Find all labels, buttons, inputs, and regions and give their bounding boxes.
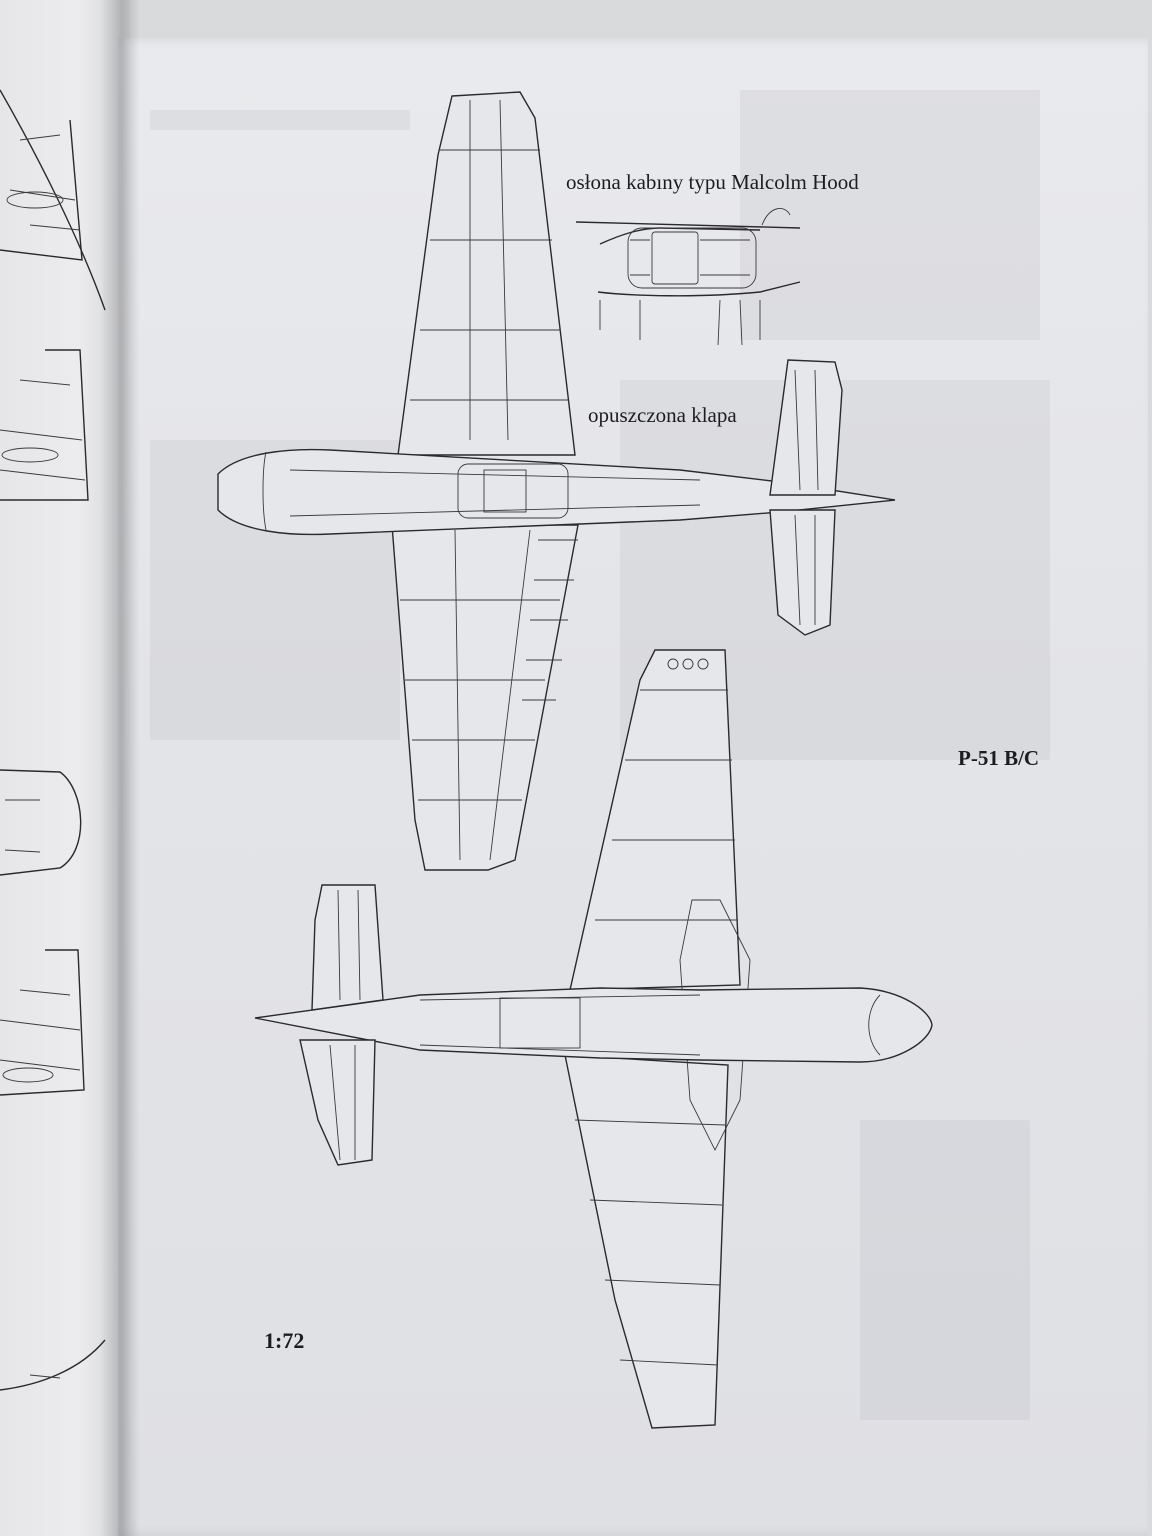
left-page-drawing-bottom [0, 949, 106, 1391]
canopy-inset-caption: osłona kabıny typu Malcolm Hood [566, 170, 859, 194]
canopy-inset-drawing [575, 208, 801, 346]
bottom-view-aircraft [254, 649, 933, 1429]
top-view-aircraft [217, 91, 896, 871]
left-page-drawing-top [0, 89, 106, 311]
page-gutter [100, 0, 140, 1536]
model-designation: P-51 B/C [958, 746, 1040, 770]
flap-caption: opuszczona klapa [588, 403, 737, 427]
left-page-drawing-nose [0, 769, 82, 876]
left-page [0, 0, 130, 1536]
left-page-drawing-mid [0, 349, 89, 501]
scale-label: 1:72 [264, 1328, 305, 1353]
